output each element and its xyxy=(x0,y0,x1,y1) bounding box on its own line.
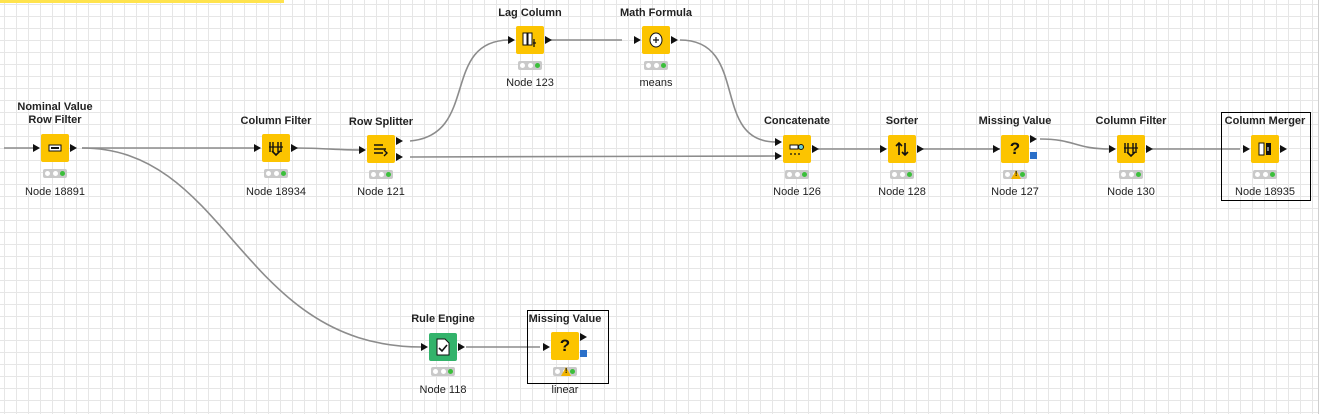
input-port[interactable] xyxy=(993,145,1000,153)
node-label[interactable]: Node 126 xyxy=(773,186,821,198)
input-port[interactable] xyxy=(33,144,40,152)
status-traffic-light xyxy=(369,170,393,179)
node-label[interactable]: Node 18934 xyxy=(246,186,306,198)
node-title: Column Merger xyxy=(1224,115,1306,127)
concatenate-icon[interactable] xyxy=(783,135,811,163)
node-label[interactable]: means xyxy=(639,77,673,89)
status-traffic-light xyxy=(890,170,914,179)
connection-means-126 xyxy=(679,39,777,143)
connection-121-126 xyxy=(409,155,777,158)
question-mark-icon[interactable]: ? xyxy=(1001,135,1029,163)
warning-icon: ! xyxy=(561,367,571,376)
status-traffic-light xyxy=(1119,170,1143,179)
node-title: Missing Value xyxy=(528,313,602,325)
output-port[interactable] xyxy=(458,343,465,351)
column-filter-icon[interactable] xyxy=(262,134,290,162)
node-label[interactable]: Node 118 xyxy=(419,384,467,396)
input-port[interactable] xyxy=(543,343,550,351)
sorter-icon[interactable] xyxy=(888,135,916,163)
column-filter-icon[interactable] xyxy=(1117,135,1145,163)
question-mark-icon[interactable]: ? xyxy=(551,332,579,360)
status-traffic-light xyxy=(518,61,542,70)
input-port[interactable] xyxy=(359,146,366,154)
output-port-top[interactable] xyxy=(396,137,403,145)
connection-18891-118 xyxy=(81,147,423,348)
node-title: Concatenate xyxy=(763,115,831,127)
lag-column-icon[interactable] xyxy=(516,26,544,54)
flow-variable-port[interactable] xyxy=(580,350,587,357)
status-traffic-light xyxy=(644,61,668,70)
connection-121-123 xyxy=(409,39,511,142)
node-title: Missing Value xyxy=(978,115,1052,127)
output-port[interactable] xyxy=(812,145,819,153)
input-port[interactable] xyxy=(508,36,515,44)
node-label[interactable]: Node 130 xyxy=(1107,186,1155,198)
input-port[interactable] xyxy=(421,343,428,351)
input-port[interactable] xyxy=(1109,145,1116,153)
node-title: Lag Column xyxy=(498,7,562,19)
status-traffic-light xyxy=(785,170,809,179)
node-title: Column Filter xyxy=(240,115,312,127)
input-port[interactable] xyxy=(880,145,887,153)
output-port[interactable] xyxy=(291,144,298,152)
output-port[interactable] xyxy=(671,36,678,44)
selection-box xyxy=(527,310,609,384)
row-filter-icon[interactable] xyxy=(41,134,69,162)
output-port[interactable] xyxy=(545,36,552,44)
output-port[interactable] xyxy=(70,144,77,152)
input-port[interactable] xyxy=(634,36,641,44)
node-title: Sorter xyxy=(885,115,919,127)
node-label[interactable]: Node 128 xyxy=(878,186,926,198)
node-label[interactable]: Node 123 xyxy=(506,77,554,89)
output-port-bottom[interactable] xyxy=(396,153,403,161)
node-label[interactable]: Node 18891 xyxy=(25,186,85,198)
column-merger-icon[interactable] xyxy=(1251,135,1279,163)
output-port[interactable] xyxy=(1030,135,1037,143)
status-traffic-light xyxy=(43,169,67,178)
node-title: Nominal Value Row Filter xyxy=(17,101,93,126)
connection-127-130 xyxy=(1039,138,1111,150)
node-title: Rule Engine xyxy=(411,313,475,325)
flow-variable-port[interactable] xyxy=(1030,152,1037,159)
output-port[interactable] xyxy=(917,145,924,153)
input-port-bottom[interactable] xyxy=(775,152,782,160)
output-port[interactable] xyxy=(1280,145,1287,153)
node-label[interactable]: Node 18935 xyxy=(1235,186,1295,198)
node-title: Column Filter xyxy=(1095,115,1167,127)
top-stripe xyxy=(0,0,284,3)
input-port[interactable] xyxy=(1243,145,1250,153)
output-port[interactable] xyxy=(580,333,587,341)
status-traffic-light xyxy=(431,367,455,376)
input-port[interactable] xyxy=(254,144,261,152)
node-title: Row Splitter xyxy=(348,116,414,128)
scrollbar-edge[interactable] xyxy=(1318,0,1326,414)
math-formula-icon[interactable] xyxy=(642,26,670,54)
node-label[interactable]: linear xyxy=(551,384,579,396)
input-port-top[interactable] xyxy=(775,138,782,146)
status-traffic-light xyxy=(264,169,288,178)
node-title: Math Formula xyxy=(619,7,693,19)
rule-engine-icon[interactable] xyxy=(429,333,457,361)
status-traffic-light xyxy=(1253,170,1277,179)
selection-box xyxy=(1221,112,1311,201)
connection-18934-121 xyxy=(295,147,361,151)
output-port[interactable] xyxy=(1146,145,1153,153)
row-splitter-icon[interactable] xyxy=(367,135,395,163)
node-label[interactable]: Node 127 xyxy=(991,186,1039,198)
node-label[interactable]: Node 121 xyxy=(357,186,405,198)
warning-icon: ! xyxy=(1011,170,1021,179)
